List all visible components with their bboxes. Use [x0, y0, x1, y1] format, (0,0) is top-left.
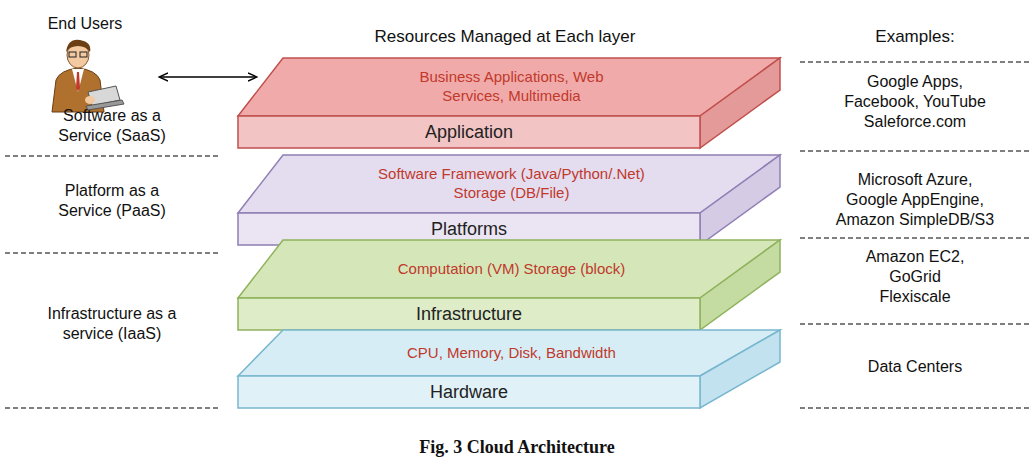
layer-slab: Business Applications, Web Services, Mul…: [238, 58, 780, 148]
column-header: Resources Managed at Each layer: [325, 26, 685, 47]
slab-top-face: [238, 58, 780, 116]
layer-name: Infrastructure: [243, 303, 695, 326]
example-text: Amazon EC2, GoGrid Flexiscale: [863, 247, 968, 307]
double-arrow: [160, 76, 256, 77]
slab-front-face: [238, 298, 700, 330]
slab-outline: [238, 330, 780, 408]
slab-top-face: [238, 155, 780, 213]
layer-slab: CPU, Memory, Disk, BandwidthHardware: [238, 330, 780, 408]
slab-side-face: [700, 58, 780, 148]
service-model: Infrastructure as a service (IaaS): [32, 304, 192, 344]
resource-text: Software Framework (Java/Python/.Net) St…: [362, 165, 662, 203]
column-header: Examples:: [835, 26, 995, 47]
figure-caption: Fig. 3 Cloud Architecture: [317, 436, 717, 459]
user-icon: [52, 40, 124, 112]
slab-side-face: [700, 155, 780, 245]
slab-top-face: [238, 330, 780, 376]
layer-name: Hardware: [243, 381, 695, 404]
layer-name: Platforms: [243, 218, 695, 241]
layer-slab: Computation (VM) Storage (block) Infrastr…: [238, 240, 780, 330]
resource-text: CPU, Memory, Disk, Bandwidth: [347, 344, 677, 363]
resource-text: Business Applications, Web Services, Mul…: [417, 68, 607, 106]
service-model: Software as a Service (SaaS): [47, 106, 177, 146]
slab-side-face: [700, 240, 780, 330]
layer-slab: Software Framework (Java/Python/.Net) St…: [238, 155, 780, 245]
resource-text: Computation (VM) Storage (block): [347, 260, 677, 279]
slab-front-face: [238, 376, 700, 408]
user-label: End Users: [15, 14, 155, 34]
example-text: Data Centers: [835, 357, 995, 377]
example-text: Google Apps, Facebook, YouTube Saleforce…: [840, 72, 990, 132]
example-text: Microsoft Azure, Google AppEngine, Amazo…: [835, 170, 995, 230]
service-model: Platform as a Service (PaaS): [47, 181, 177, 221]
slab-front-face: [238, 116, 700, 148]
layer-name: Application: [243, 121, 695, 144]
slab-side-face: [700, 330, 780, 408]
slab-top-face: [238, 240, 780, 298]
